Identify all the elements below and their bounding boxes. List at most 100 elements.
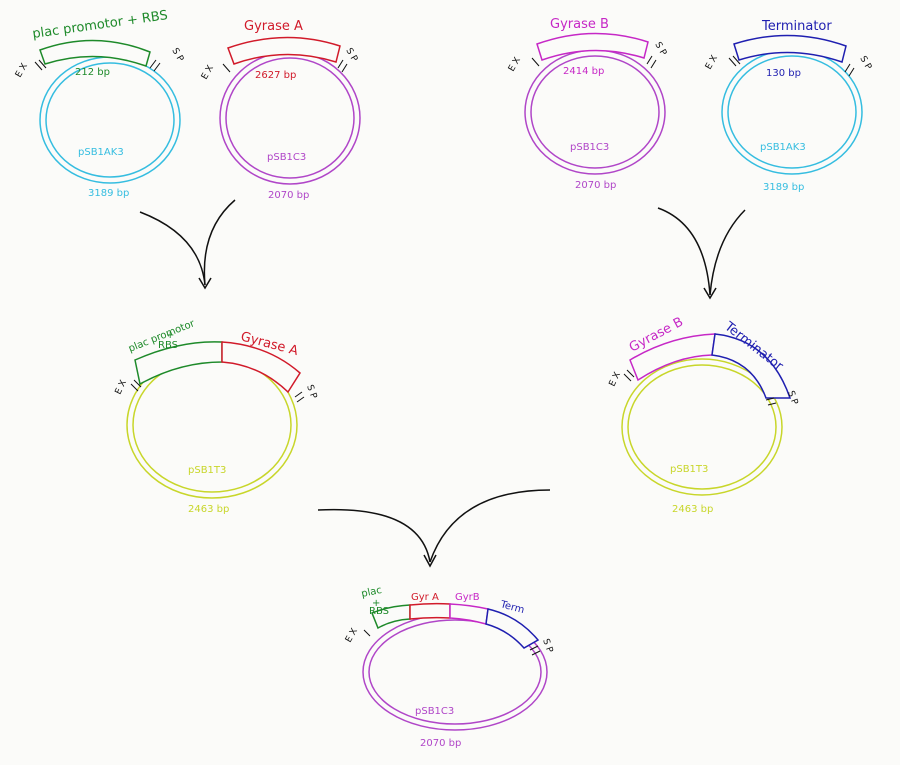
left-sites: E X (200, 64, 216, 82)
site-tick (294, 391, 303, 398)
right-sites: S P (343, 47, 359, 65)
site-tick (732, 55, 741, 65)
site-tick (38, 59, 47, 69)
backbone-length: 2070 bp (575, 180, 616, 191)
backbone-ring-inner (627, 364, 777, 490)
backbone-name: pSB1C3 (267, 152, 306, 163)
backbone-ring-inner (368, 619, 542, 725)
plasmid-gyrase-b-psb1c3: Gyrase B 2414 bp E X S P pSB1C3 2070 bp (507, 17, 668, 191)
insert-label-plac-line2: + (166, 330, 174, 341)
backbone-ring-outer (39, 56, 181, 184)
segment-term (485, 608, 540, 649)
site-tick (844, 63, 851, 73)
site-tick (296, 396, 305, 403)
site-tick (646, 55, 653, 65)
backbone-name: pSB1T3 (670, 464, 708, 475)
left-sites: E X (14, 62, 30, 80)
plasmid-terminator-psb1ak3: Terminator 130 bp E X S P pSB1AK3 3189 b… (704, 19, 873, 193)
arrow-path (203, 199, 236, 286)
right-sites: S P (652, 41, 668, 59)
plasmid-plac-gyra-psb1t3: plac promotor + RBS Gyrase A E X S P pSB… (114, 318, 319, 515)
insert-label: plac promotor + RBS (31, 8, 168, 42)
backbone-name: pSB1AK3 (760, 142, 806, 153)
backbone-length: 2070 bp (420, 738, 461, 749)
backbone-name: pSB1C3 (415, 706, 454, 717)
arrowhead (703, 287, 717, 300)
right-sites: S P (540, 638, 554, 655)
plasmid-final-construct-psb1c3: plac + RBS Gyr A GyrB Term E X S P pSB1C… (344, 585, 555, 749)
arrow-path (317, 508, 431, 563)
arrowhead (423, 554, 437, 568)
site-tick (531, 650, 541, 656)
site-tick (767, 402, 777, 406)
plasmid-gyrase-a-psb1c3: Gyrase A 2627 bp E X S P pSB1C3 2070 bp (200, 19, 361, 201)
backbone-length: 3189 bp (88, 188, 129, 199)
left-sites: E X (608, 371, 623, 389)
insert-length: 2414 bp (563, 66, 604, 77)
site-tick (337, 59, 344, 69)
arrowhead (198, 277, 212, 290)
right-sites: S P (169, 47, 185, 65)
insert-length: 212 bp (75, 67, 110, 78)
segment-label-plac-line2: + (372, 598, 380, 609)
arrow-path (709, 209, 746, 296)
arrow-path (429, 489, 551, 563)
site-tick (531, 57, 540, 67)
site-tick (623, 373, 632, 382)
segment-label-plac-line3: RBS (369, 606, 389, 617)
segment-label-gyrb: GyrB (455, 592, 480, 603)
backbone-name: pSB1T3 (188, 465, 226, 476)
backbone-length: 2463 bp (672, 504, 713, 515)
insert-length: 2627 bp (255, 70, 296, 81)
site-tick (650, 59, 657, 69)
backbone-length: 2463 bp (188, 504, 229, 515)
backbone-name: pSB1AK3 (78, 147, 124, 158)
insert-block-plac (134, 341, 223, 386)
arrow-right-top (657, 207, 746, 300)
arrow-bottom (317, 489, 551, 568)
right-sites: S P (857, 55, 873, 73)
site-tick (34, 61, 43, 71)
backbone-length: 2070 bp (268, 190, 309, 201)
left-sites: E X (344, 627, 360, 645)
site-tick (222, 63, 231, 73)
insert-block (227, 36, 341, 65)
insert-block (733, 34, 847, 63)
segment-label-gyra: Gyr A (411, 592, 439, 603)
site-tick (728, 57, 737, 67)
backbone-ring-outer (621, 358, 783, 496)
backbone-name: pSB1C3 (570, 142, 609, 153)
site-tick (363, 629, 371, 637)
site-tick (626, 369, 635, 378)
backbone-ring-inner (727, 55, 857, 169)
insert-block (536, 32, 649, 61)
insert-block (39, 39, 151, 67)
site-tick (149, 59, 157, 69)
insert-label-plac-line3: RBS (158, 340, 178, 351)
backbone-length: 3189 bp (763, 182, 804, 193)
arrow-left-top (139, 199, 236, 290)
plasmid-plac-rbs-psb1ak3: plac promotor + RBS 212 bp E X S P pSB1A… (14, 8, 185, 199)
insert-length: 130 bp (766, 68, 801, 79)
segment-gyra (409, 602, 451, 620)
insert-label: Terminator (761, 19, 832, 34)
left-sites: E X (114, 379, 129, 397)
left-sites: E X (704, 54, 720, 72)
site-tick (130, 383, 139, 392)
insert-block-gyra (221, 341, 301, 394)
site-tick (765, 397, 775, 401)
segment-label-plac-line1: plac (360, 585, 383, 600)
backbone-ring-inner (530, 55, 660, 169)
insert-label: Gyrase A (244, 19, 303, 34)
site-tick (529, 645, 539, 651)
insert-label: Gyrase B (550, 17, 609, 32)
backbone-ring-inner (45, 62, 175, 178)
backbone-ring-inner (225, 57, 355, 179)
site-tick (153, 62, 161, 72)
site-tick (848, 67, 855, 77)
site-tick (133, 379, 142, 388)
right-sites: S P (304, 384, 318, 401)
left-sites: E X (507, 56, 523, 74)
